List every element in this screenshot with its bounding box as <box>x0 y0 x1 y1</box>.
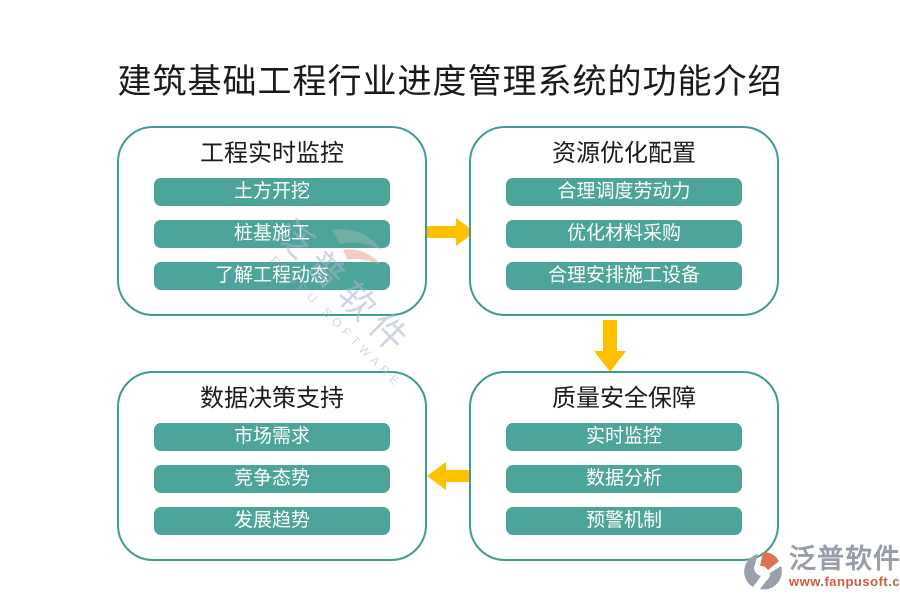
feature-pill: 发展趋势 <box>154 507 390 535</box>
brand-logo: 泛普软件 www.fanpusoft.com <box>740 545 900 595</box>
feature-pill: 市场需求 <box>154 423 390 451</box>
feature-pill: 了解工程动态 <box>154 262 390 290</box>
brand-name: 泛普软件 <box>789 544 900 574</box>
feature-box-project-monitoring: 工程实时监控 土方开挖 桩基施工 了解工程动态 <box>117 126 427 316</box>
box-title: 工程实时监控 <box>200 141 344 167</box>
feature-pill: 竞争态势 <box>154 465 390 493</box>
feature-pill: 合理调度劳动力 <box>506 178 742 206</box>
arrow-right-icon <box>427 217 475 247</box>
feature-pill: 优化材料采购 <box>506 220 742 248</box>
brand-url: www.fanpusoft.com <box>789 574 900 589</box>
box-title: 质量安全保障 <box>552 386 696 412</box>
arrow-down-icon <box>593 320 627 372</box>
feature-box-resource-optimization: 资源优化配置 合理调度劳动力 优化材料采购 合理安排施工设备 <box>469 126 779 316</box>
arrow-left-icon <box>427 461 475 491</box>
feature-pill: 实时监控 <box>506 423 742 451</box>
feature-pill: 数据分析 <box>506 465 742 493</box>
brand-text: 泛普软件 www.fanpusoft.com <box>789 544 900 590</box>
feature-box-quality-safety: 质量安全保障 实时监控 数据分析 预警机制 <box>469 371 779 561</box>
page-title: 建筑基础工程行业进度管理系统的功能介绍 <box>117 64 783 101</box>
fanpu-logo-icon <box>740 547 786 595</box>
feature-box-data-decision: 数据决策支持 市场需求 竞争态势 发展趋势 <box>117 371 427 561</box>
feature-pill: 土方开挖 <box>154 178 390 206</box>
box-title: 资源优化配置 <box>552 141 696 167</box>
box-title: 数据决策支持 <box>200 386 344 412</box>
feature-pill: 桩基施工 <box>154 220 390 248</box>
feature-pill: 预警机制 <box>506 507 742 535</box>
feature-pill: 合理安排施工设备 <box>506 262 742 290</box>
